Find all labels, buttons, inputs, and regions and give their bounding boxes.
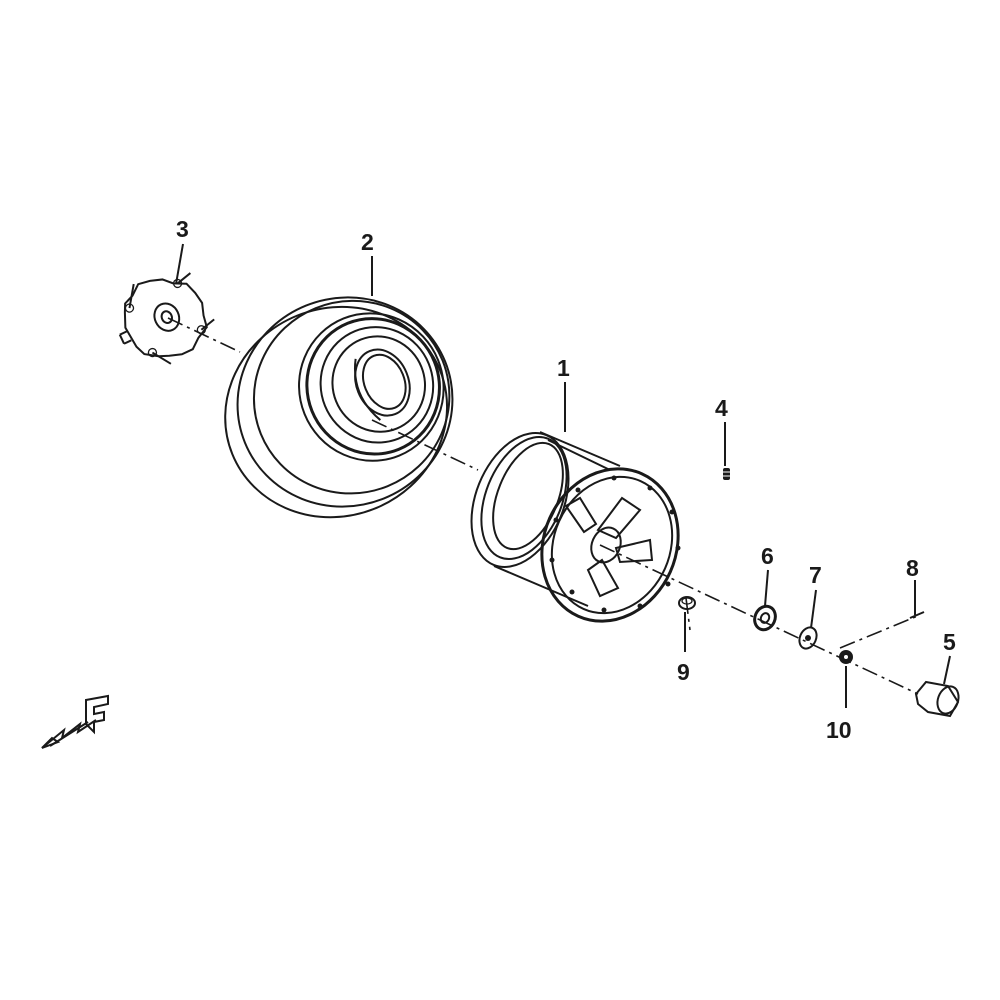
front-direction-arrow-icon: F bbox=[0, 0, 109, 749]
callout-10: 10 bbox=[826, 717, 852, 743]
orientation-letter: F bbox=[0, 0, 1, 1]
callout-1: 1 bbox=[557, 355, 570, 381]
leader-lines bbox=[175, 243, 951, 708]
hub-cap-part[interactable] bbox=[914, 680, 962, 718]
beadlock-bolts bbox=[549, 475, 681, 613]
callout-5: 5 bbox=[943, 629, 956, 655]
callout-8: 8 bbox=[906, 555, 919, 581]
cone-washer-part[interactable] bbox=[751, 603, 779, 633]
rim-part[interactable] bbox=[453, 419, 702, 643]
hub-part[interactable] bbox=[103, 260, 224, 379]
wheel-stud bbox=[128, 272, 215, 365]
tire-part[interactable] bbox=[191, 265, 486, 550]
callout-6: 6 bbox=[761, 543, 774, 569]
valve-part[interactable] bbox=[723, 468, 730, 480]
callout-labels: 3 2 1 4 6 7 8 5 9 10 bbox=[176, 216, 956, 743]
flat-washer-part[interactable] bbox=[796, 625, 820, 652]
valve-cap-part[interactable] bbox=[678, 596, 696, 610]
callout-9: 9 bbox=[677, 659, 690, 685]
cotter-pin-part[interactable] bbox=[909, 611, 925, 619]
callout-4: 4 bbox=[715, 395, 728, 421]
callout-3: 3 bbox=[176, 216, 189, 242]
callout-2: 2 bbox=[361, 229, 374, 255]
axle-nut-part[interactable] bbox=[839, 650, 853, 664]
callout-7: 7 bbox=[809, 562, 822, 588]
assembly-centerline bbox=[167, 317, 921, 695]
